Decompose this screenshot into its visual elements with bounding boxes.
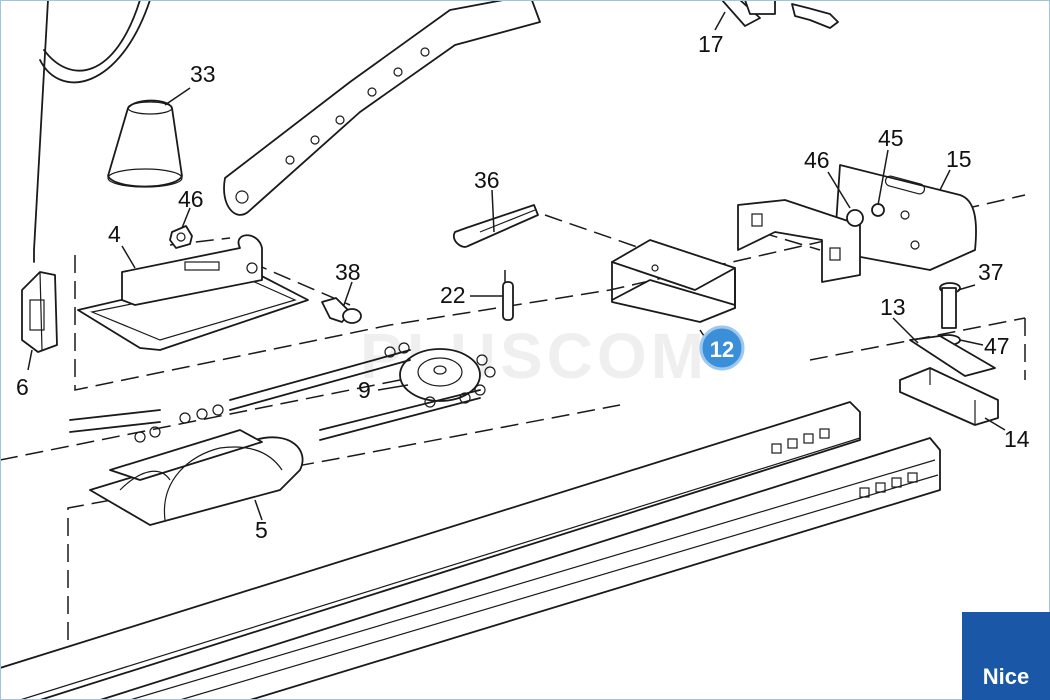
part-4-bracket xyxy=(77,234,309,351)
part-38-bolt xyxy=(321,297,362,324)
part-5-carriage xyxy=(89,429,304,526)
label-5: 5 xyxy=(255,517,268,543)
label-46-right: 46 xyxy=(804,147,830,173)
label-15: 15 xyxy=(946,146,972,172)
label-17: 17 xyxy=(698,31,724,57)
part-12-bracket xyxy=(611,239,736,323)
label-13: 13 xyxy=(880,294,906,320)
label-9: 9 xyxy=(358,377,371,403)
label-4: 4 xyxy=(108,221,121,247)
label-46-left: 46 xyxy=(178,186,204,212)
part-17-bracket xyxy=(721,0,839,29)
label-14: 14 xyxy=(1004,426,1030,452)
part-33-cap xyxy=(107,99,183,188)
badge-part-12[interactable]: 12 xyxy=(699,325,745,371)
arm xyxy=(223,0,541,216)
part-46-nut xyxy=(169,225,193,249)
chain xyxy=(69,342,496,443)
part-14-slider xyxy=(899,367,999,426)
label-22: 22 xyxy=(440,282,466,308)
label-45: 45 xyxy=(878,125,904,151)
label-6: 6 xyxy=(16,374,29,400)
part-36-bolt xyxy=(452,204,539,248)
brand-logo: Nice xyxy=(962,612,1050,700)
part-labels: 17 33 46 4 38 6 36 22 9 5 46 45 15 37 13… xyxy=(16,31,1030,543)
part-9-sprocket xyxy=(399,348,481,402)
label-47: 47 xyxy=(984,333,1010,359)
part-22-pin xyxy=(502,281,514,321)
badge-label: 12 xyxy=(710,337,734,362)
cable xyxy=(33,0,151,263)
label-38: 38 xyxy=(335,259,361,285)
label-36: 36 xyxy=(474,167,500,193)
part-15-bracket xyxy=(737,164,977,283)
label-37: 37 xyxy=(978,259,1004,285)
rail-profile xyxy=(0,401,941,700)
leader-lines xyxy=(27,11,1006,521)
part-6-clip xyxy=(21,271,58,353)
rail-slots xyxy=(771,428,918,498)
part-13-plate xyxy=(909,335,996,377)
label-33: 33 xyxy=(190,61,216,87)
